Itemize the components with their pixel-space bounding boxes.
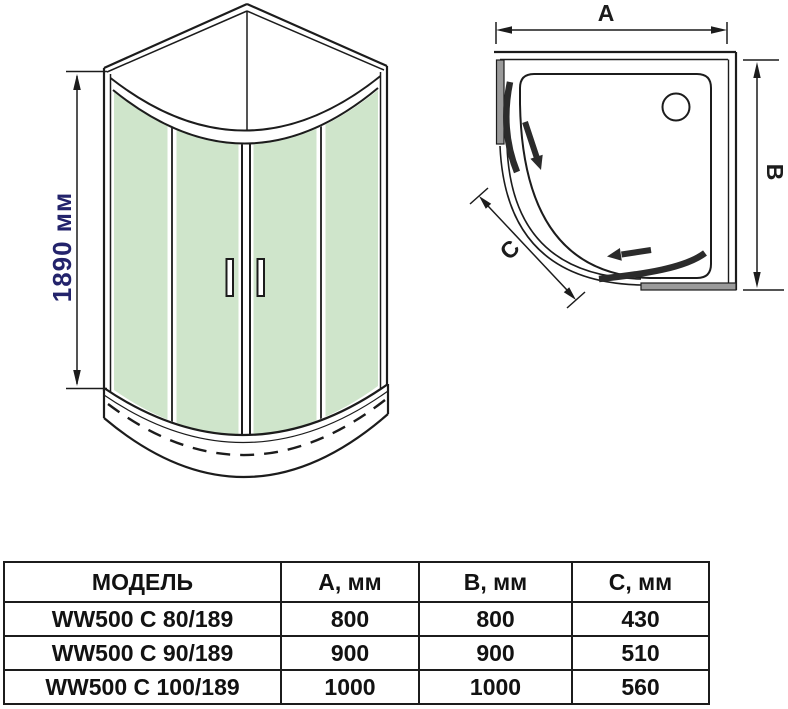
tray-bottom-edge <box>103 413 389 479</box>
dimension-a <box>495 22 728 44</box>
table-row: WW500 C 100/189 1000 1000 560 <box>3 669 710 705</box>
table-row: WW500 C 90/189 900 900 510 <box>3 635 710 671</box>
technical-drawing: 1890 мм <box>47 0 788 479</box>
model-name: WW500 C 80/189 <box>3 601 282 637</box>
model-name: WW500 C 100/189 <box>3 669 282 705</box>
wall-return-left <box>495 59 505 145</box>
door-motion-arrows <box>522 121 652 261</box>
top-frame <box>103 2 388 131</box>
arrowhead-right-icon <box>711 26 727 34</box>
arrow-left-icon <box>607 248 622 261</box>
header-model: МОДЕЛЬ <box>3 561 282 603</box>
dim-a-label: A <box>598 0 615 26</box>
value-a: 1000 <box>280 669 420 705</box>
value-c: 430 <box>571 601 710 637</box>
arrowhead-down-icon <box>753 272 761 288</box>
arrow-down-right-icon <box>530 154 543 170</box>
model-name: WW500 C 90/189 <box>3 635 282 671</box>
front-view: 1890 мм <box>47 2 390 479</box>
panel-gap-center <box>238 90 254 436</box>
tray-rim-top <box>103 383 389 437</box>
dim-c-label: C <box>495 235 525 265</box>
door-track-outer <box>499 145 642 286</box>
curved-top-rail <box>109 75 382 145</box>
door-handle-left <box>225 258 234 297</box>
value-a: 800 <box>280 601 420 637</box>
value-a: 900 <box>280 635 420 671</box>
wall-return-bottom <box>640 282 737 291</box>
value-c: 560 <box>571 669 710 705</box>
arrowhead-downright-icon <box>563 287 576 300</box>
header-a-mm: А, мм <box>280 561 420 603</box>
top-view: A B C <box>469 0 788 309</box>
dimension-b <box>743 59 784 291</box>
arrowhead-up-icon <box>73 74 81 90</box>
sliding-door-left <box>503 81 521 174</box>
table-header-row: МОДЕЛЬ А, мм В, мм С, мм <box>3 561 710 603</box>
tray-rim-inner <box>103 390 389 444</box>
tray-outline-top-view <box>519 73 712 279</box>
shower-tray <box>102 383 390 479</box>
drain-icon <box>661 92 691 122</box>
header-b-mm: В, мм <box>418 561 573 603</box>
dim-b-label: B <box>762 164 788 181</box>
height-dimension-label: 1890 мм <box>47 192 77 303</box>
model-spec-table: МОДЕЛЬ А, мм В, мм С, мм WW500 C 80/189 … <box>3 561 710 705</box>
sliding-door-bottom <box>598 250 707 283</box>
arrowhead-down-icon <box>73 370 81 386</box>
door-handle-right <box>256 258 265 297</box>
dimension-c <box>469 187 586 309</box>
arrowhead-upleft-icon <box>479 196 492 209</box>
header-c-mm: С, мм <box>571 561 710 603</box>
value-b: 1000 <box>418 669 573 705</box>
value-b: 900 <box>418 635 573 671</box>
tray-dashed-line <box>107 399 386 457</box>
walls <box>494 50 738 291</box>
value-b: 800 <box>418 601 573 637</box>
height-dimension <box>66 70 107 390</box>
arrowhead-left-icon <box>496 26 512 34</box>
arrowhead-up-icon <box>753 62 761 78</box>
value-c: 510 <box>571 635 710 671</box>
table-row: WW500 C 80/189 800 800 430 <box>3 601 710 637</box>
